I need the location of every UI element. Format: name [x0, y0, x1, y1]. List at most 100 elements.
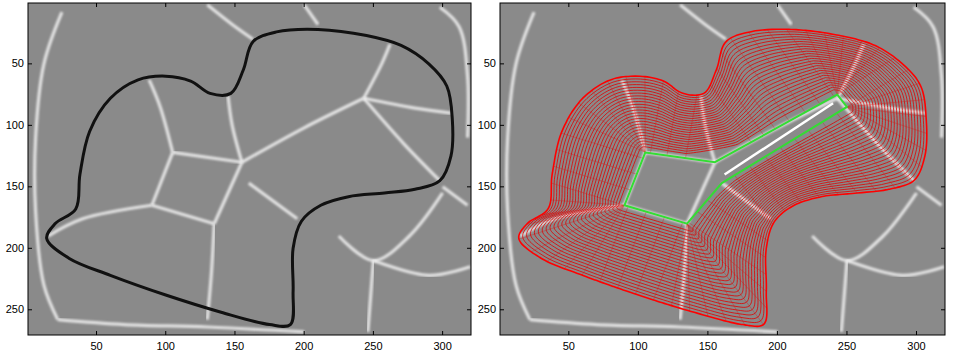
spoke-line	[750, 166, 785, 211]
ridge-line	[777, 5, 791, 25]
ridge-line	[214, 162, 242, 223]
spoke-line	[847, 107, 922, 167]
axes-box	[28, 3, 471, 335]
contour-line	[574, 63, 886, 273]
contour-line	[562, 56, 894, 285]
spoke-line	[837, 36, 843, 94]
ridge-line	[149, 80, 173, 153]
tick-label: 250	[838, 340, 856, 353]
ridge-line	[173, 152, 242, 162]
tick-label: 100	[157, 340, 175, 353]
tick-marks	[28, 3, 945, 335]
contour-line	[566, 58, 892, 280]
spoke-line	[531, 205, 624, 252]
tick-label: 100	[6, 119, 24, 132]
shape-outline	[47, 29, 453, 326]
spoke-line	[710, 85, 751, 142]
tick-label: 50	[563, 340, 575, 353]
contour-lines	[519, 29, 927, 326]
spoke-line	[644, 77, 645, 153]
spoke-line	[780, 147, 819, 197]
spoke-line	[837, 113, 895, 188]
spoke-line	[806, 30, 838, 94]
ridge-line	[841, 261, 847, 332]
ridge-line	[249, 183, 297, 219]
spoke-line	[600, 206, 628, 281]
spoke-line	[735, 175, 773, 224]
spoke-line	[847, 100, 925, 107]
ridge-line	[48, 205, 152, 236]
contour-line	[527, 34, 921, 319]
contour-line	[550, 49, 903, 296]
ridge-line	[680, 5, 726, 39]
contour-line	[530, 37, 917, 315]
gray-ground	[500, 3, 945, 335]
ridge-line	[443, 187, 468, 205]
ridge-line	[339, 193, 443, 261]
ridge-line	[228, 96, 242, 162]
tick-label: 150	[478, 180, 496, 193]
ridge-line	[440, 7, 468, 137]
contour-line	[581, 68, 879, 266]
tick-label: 200	[295, 340, 313, 353]
spoke-line	[721, 52, 775, 129]
contour-line	[609, 85, 859, 239]
tick-label: 50	[484, 57, 496, 70]
ridge-line	[152, 152, 173, 205]
ridge-line	[914, 7, 943, 137]
contour-line	[613, 87, 856, 235]
spoke-line	[557, 149, 637, 174]
spoke-line	[748, 32, 805, 112]
contour-line	[538, 42, 912, 308]
ridge-line	[58, 320, 304, 332]
ridge-line	[916, 187, 941, 205]
ridge-line	[373, 261, 470, 276]
spoke-line	[686, 95, 697, 158]
image-panel	[500, 3, 945, 335]
tick-label: 100	[629, 340, 647, 353]
spoke-line	[837, 48, 879, 95]
axes-box	[500, 3, 945, 335]
gray-ground	[28, 3, 471, 335]
tick-label: 100	[478, 119, 496, 132]
spoke-line	[767, 30, 820, 105]
spoke-line	[547, 205, 624, 261]
spoke-line	[542, 205, 624, 214]
spoke-line	[579, 103, 646, 152]
spoke-line	[671, 224, 687, 306]
spoke-line	[707, 200, 767, 240]
ridge-line	[364, 44, 390, 98]
ridge-line	[35, 12, 62, 319]
image-panel	[28, 3, 471, 335]
contour-line	[617, 90, 853, 232]
spoke-line	[687, 224, 766, 292]
spoke-line	[687, 224, 745, 325]
ridge-line	[207, 5, 253, 39]
spoke-line	[847, 107, 913, 182]
spoke-line	[731, 38, 790, 121]
contour-line	[593, 75, 870, 254]
contour-line	[577, 66, 882, 270]
spoke-line	[847, 107, 926, 150]
tick-label: 250	[478, 303, 496, 316]
ridge-line	[207, 224, 214, 320]
ridge-line	[847, 261, 944, 276]
tick-label: 250	[364, 340, 382, 353]
contour-line	[558, 54, 897, 289]
spoke-line	[847, 69, 909, 106]
spoke-line	[626, 77, 645, 153]
medial-segment	[725, 103, 833, 174]
spoke-line	[687, 224, 690, 311]
tick-label: 150	[699, 340, 717, 353]
tick-label: 50	[90, 340, 102, 353]
tick-label: 300	[433, 340, 451, 353]
spoke-line	[554, 166, 631, 190]
ridge-line	[242, 98, 364, 162]
spoke-line	[822, 122, 876, 191]
spoke-line	[687, 224, 708, 317]
spoke-line	[837, 58, 895, 95]
spoke-line	[687, 224, 763, 325]
ridge-line	[368, 261, 374, 332]
spoke-line	[825, 33, 838, 95]
